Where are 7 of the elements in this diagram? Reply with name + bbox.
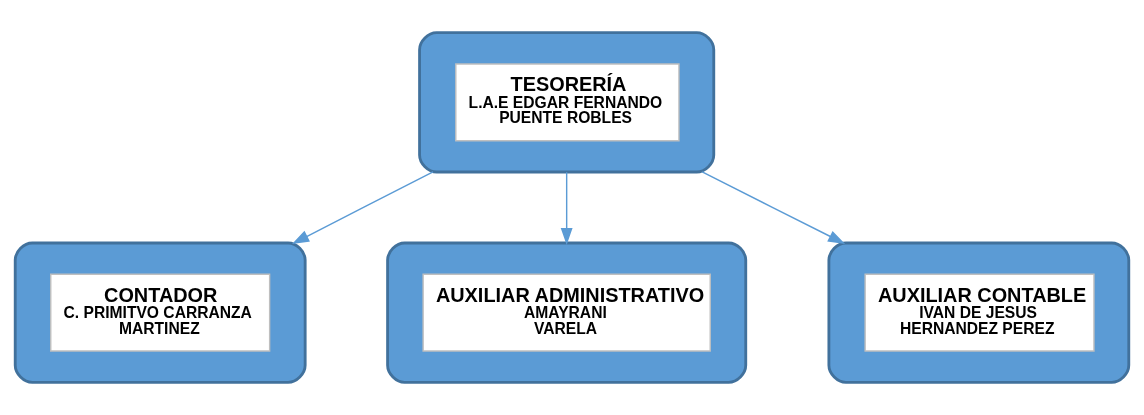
arrow xyxy=(292,171,434,244)
node-box: CONTADOR C. PRIMITVO CARRANZA MARTINEZ xyxy=(13,241,307,384)
node-box: AUXILIAR ADMINISTRATIVO AMAYRANI VARELA xyxy=(386,241,748,384)
node-box: TESORERÍA L.A.E EDGAR FERNANDO PUENTE ROBLES xyxy=(418,31,716,174)
arrow xyxy=(701,171,846,244)
arrow xyxy=(560,171,573,245)
node-box: AUXILIAR CONTABLE IVAN DE JESUS HERNANDEZ PEREZ xyxy=(827,241,1131,384)
